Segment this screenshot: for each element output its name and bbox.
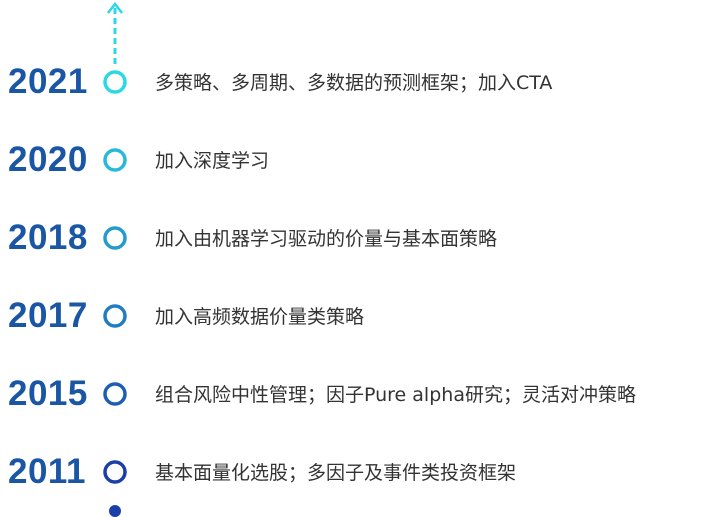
timeline-node <box>103 148 127 172</box>
event-description: 基本面量化选股；多因子及事件类投资框架 <box>155 462 517 484</box>
event-description: 组合风险中性管理；因子Pure alpha研究；灵活对冲策略 <box>155 384 636 406</box>
event-year: 2018 <box>8 218 88 257</box>
timeline-node <box>103 226 127 250</box>
event-description: 加入由机器学习驱动的价量与基本面策略 <box>155 228 498 250</box>
timeline-node <box>103 70 127 94</box>
timeline-node <box>103 304 127 328</box>
timeline-end-dot <box>109 505 121 517</box>
event-year: 2015 <box>8 374 88 413</box>
event-description: 多策略、多周期、多数据的预测框架；加入CTA <box>155 72 553 94</box>
event-year: 2021 <box>8 62 88 101</box>
event-year: 2020 <box>8 140 88 179</box>
timeline-node <box>103 460 127 484</box>
event-description: 加入深度学习 <box>155 150 270 172</box>
timeline-node <box>103 382 127 406</box>
event-year: 2017 <box>8 296 88 335</box>
top-arrow-icon <box>107 1 123 68</box>
event-year: 2011 <box>8 452 86 491</box>
event-description: 加入高频数据价量类策略 <box>155 306 365 328</box>
